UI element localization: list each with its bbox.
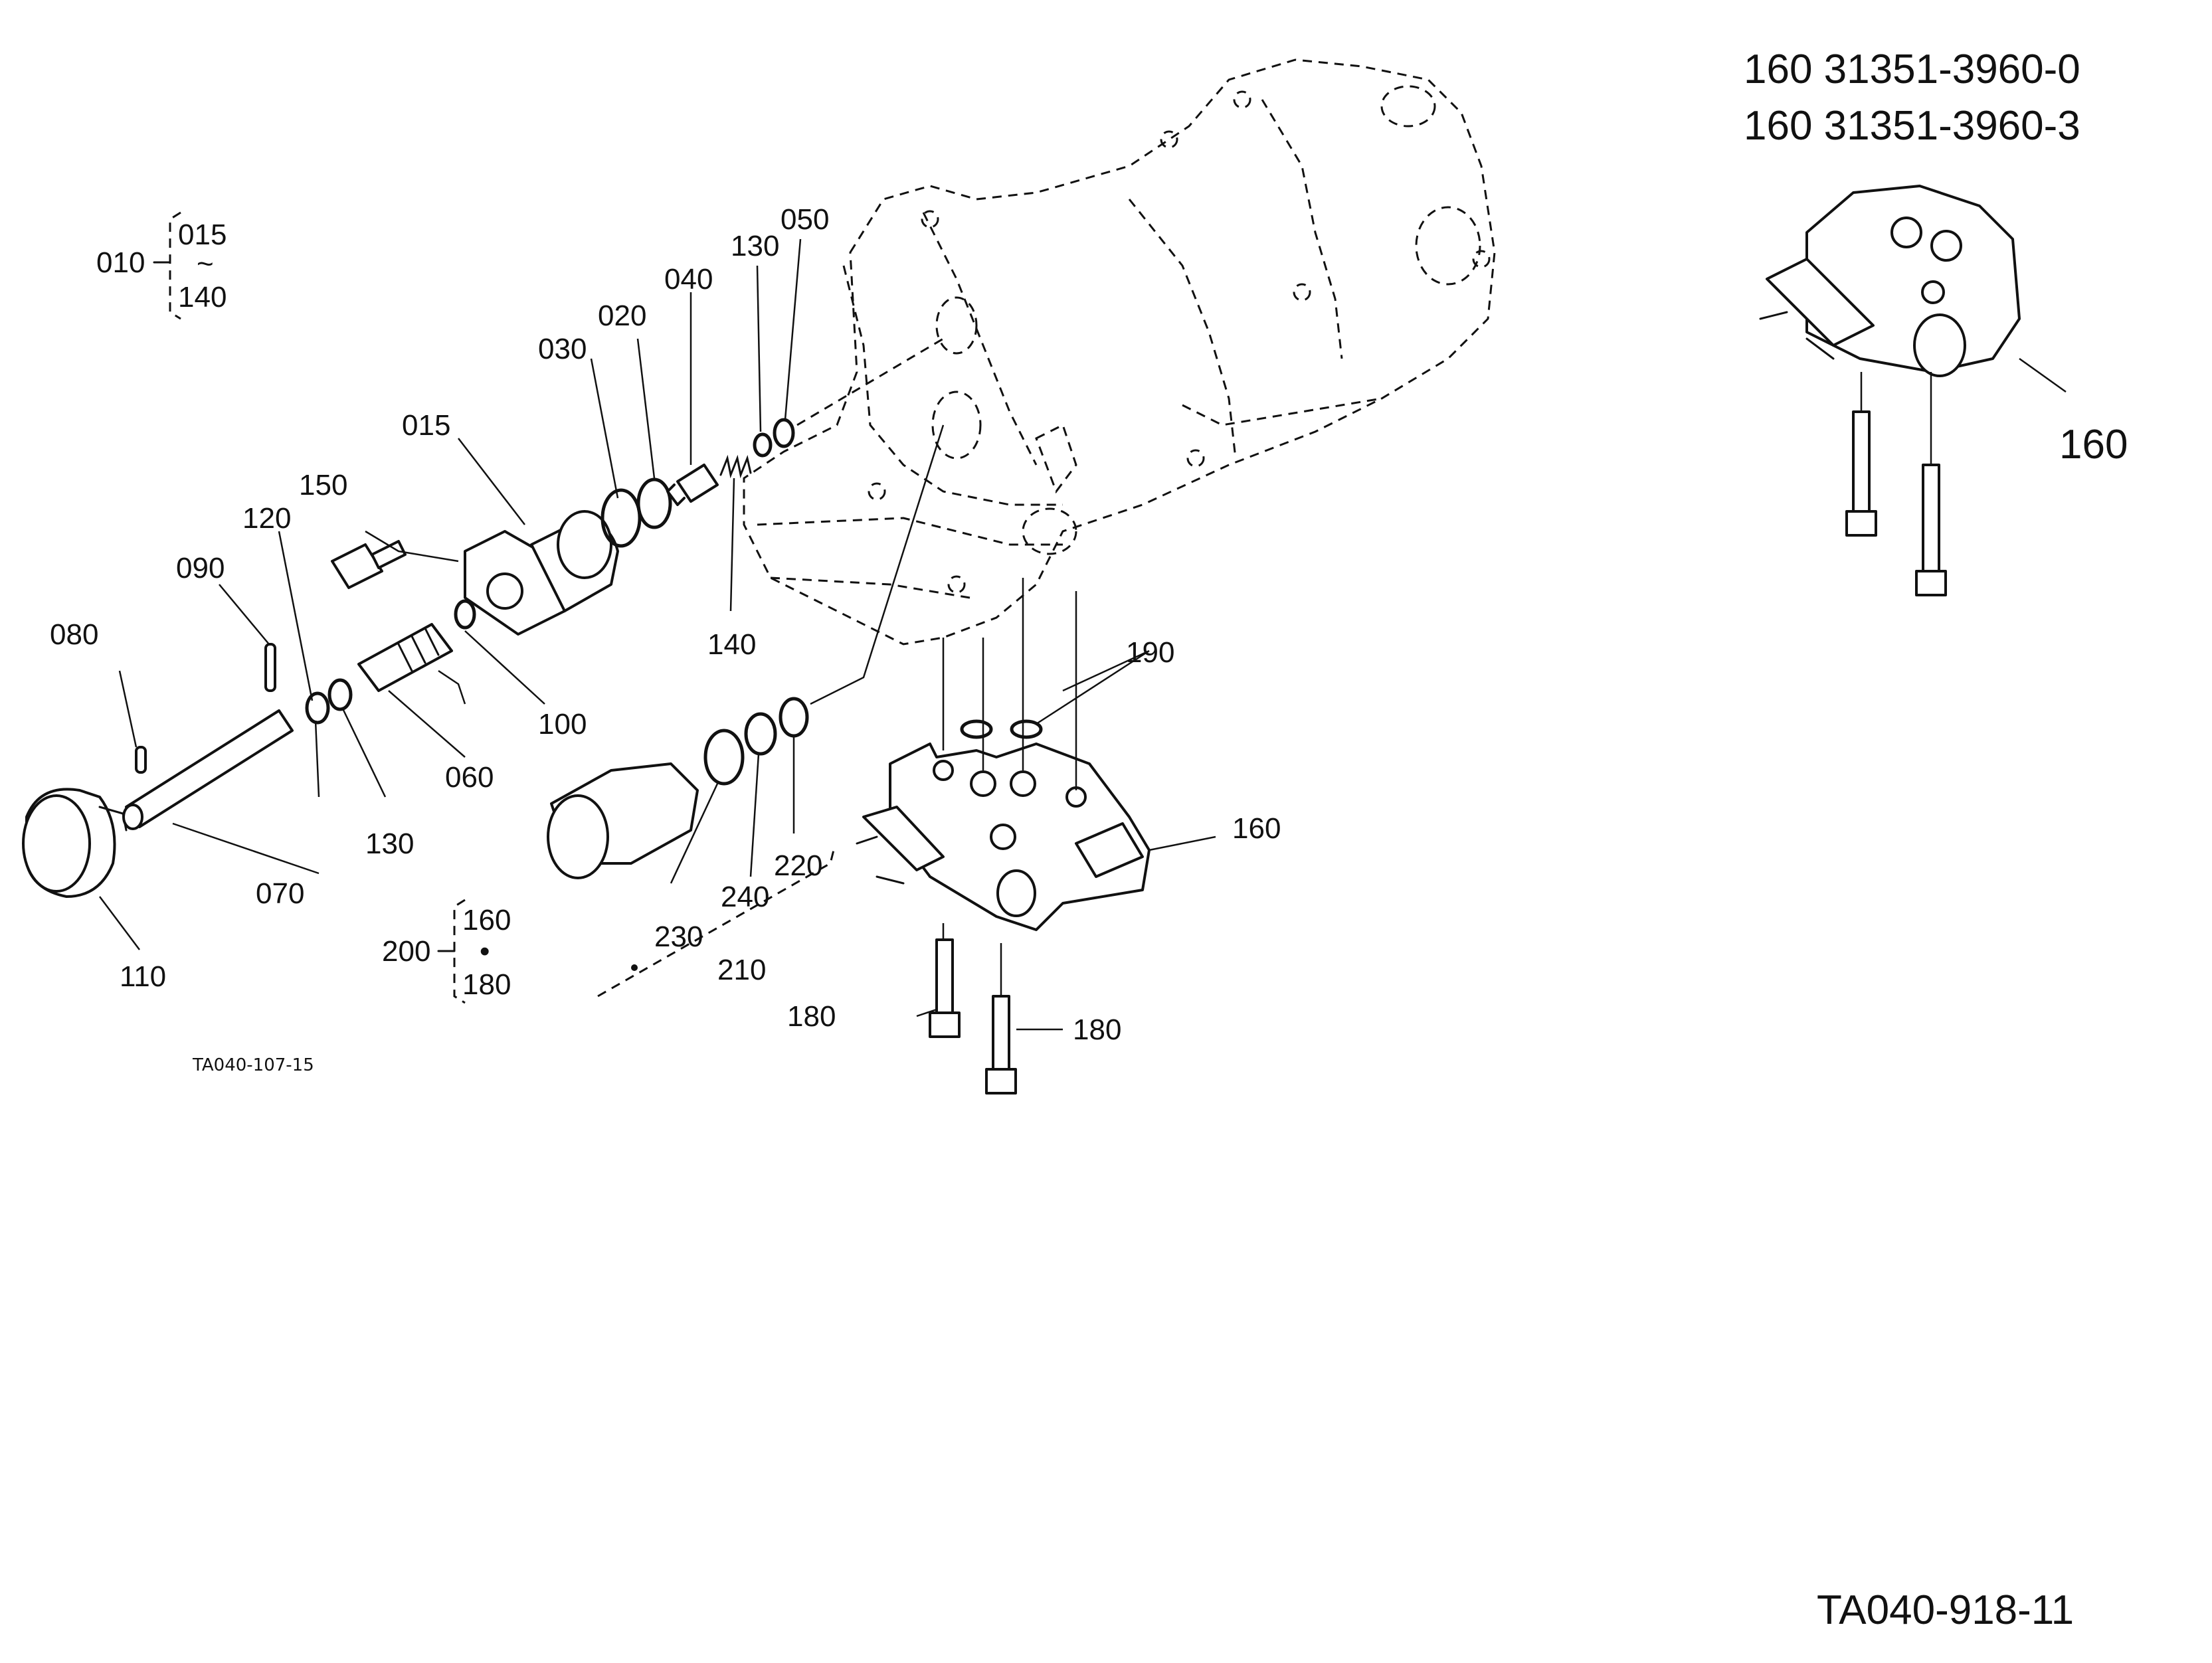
oring-230	[703, 729, 745, 786]
valve-block-160-alt	[1759, 185, 2021, 377]
group-010-from: 015	[178, 219, 227, 251]
ring-130-right	[753, 432, 773, 458]
bolt-150	[331, 540, 407, 589]
knob-110	[22, 788, 128, 898]
callout-030: 030	[538, 333, 587, 365]
callout-015: 015	[402, 409, 450, 442]
ring-120	[305, 691, 330, 725]
callout-120: 120	[242, 502, 291, 535]
oring-030	[600, 488, 642, 548]
bolt-180-a	[929, 938, 961, 1038]
shaft-070	[122, 709, 294, 830]
part-number-line-1: 160 31351-3960-0	[1744, 46, 2080, 92]
group-010-parent: 010	[96, 246, 145, 279]
callout-240: 240	[721, 881, 769, 913]
callout-190: 190	[1126, 636, 1174, 669]
callout-220: 220	[774, 849, 822, 882]
callout-080: 080	[50, 618, 98, 651]
ring-240	[744, 712, 777, 756]
callout-130-bottom: 130	[365, 828, 414, 860]
ring-050	[773, 418, 795, 448]
callout-180-right: 180	[1073, 1013, 1121, 1046]
oring-220	[779, 697, 809, 738]
callout-050: 050	[781, 203, 829, 236]
callout-130-top: 130	[731, 230, 779, 262]
callout-020: 020	[598, 300, 646, 332]
oring-190-a	[960, 719, 993, 739]
callout-150: 150	[299, 469, 347, 501]
callout-160-center: 160	[1232, 812, 1281, 845]
bolt-160-alt-b	[1915, 464, 1947, 596]
callout-110: 110	[120, 960, 166, 993]
valve-block-160	[856, 743, 1151, 931]
bracket-210	[597, 849, 835, 998]
oring-190-b	[1010, 719, 1043, 739]
pin-080	[135, 746, 147, 774]
valve-body-015	[464, 510, 619, 636]
leader-lines	[99, 238, 2067, 1031]
callout-140: 140	[707, 628, 756, 661]
callout-090: 090	[176, 552, 225, 584]
oring-020	[636, 478, 672, 529]
sub-drawing-code: TA040-107-15	[192, 1055, 314, 1075]
callout-070: 070	[256, 877, 304, 910]
callout-100: 100	[538, 708, 587, 741]
pin-090	[264, 643, 276, 692]
callout-160-top: 160	[2059, 422, 2128, 468]
callout-230: 230	[654, 920, 703, 953]
group-010-tilde: ~	[197, 248, 214, 280]
ring-130-left	[327, 678, 353, 711]
poppet-040	[666, 464, 719, 506]
spring-140	[719, 454, 752, 479]
group-010-bracket	[153, 211, 181, 320]
group-200-first: 160	[462, 904, 511, 936]
bolt-180-b	[985, 995, 1017, 1094]
group-200-dot: •	[480, 935, 490, 968]
group-200-second: 180	[462, 968, 511, 1001]
part-number-line-2: 160 31351-3960-3	[1744, 103, 2080, 149]
spool-060	[357, 623, 453, 692]
callout-040: 040	[664, 263, 713, 296]
callout-210: 210	[717, 954, 766, 986]
callout-180-left: 180	[787, 1000, 836, 1033]
callout-060: 060	[445, 761, 494, 794]
seal-100	[454, 599, 476, 630]
main-housing	[743, 58, 1496, 646]
group-200-bracket	[437, 899, 466, 1004]
drawing-code: TA040-918-11	[1817, 1587, 2074, 1633]
bolt-160-alt-a	[1845, 410, 1877, 537]
cartridge-210	[547, 762, 699, 879]
group-200-parent: 200	[382, 935, 430, 968]
group-010-to: 140	[178, 281, 227, 313]
